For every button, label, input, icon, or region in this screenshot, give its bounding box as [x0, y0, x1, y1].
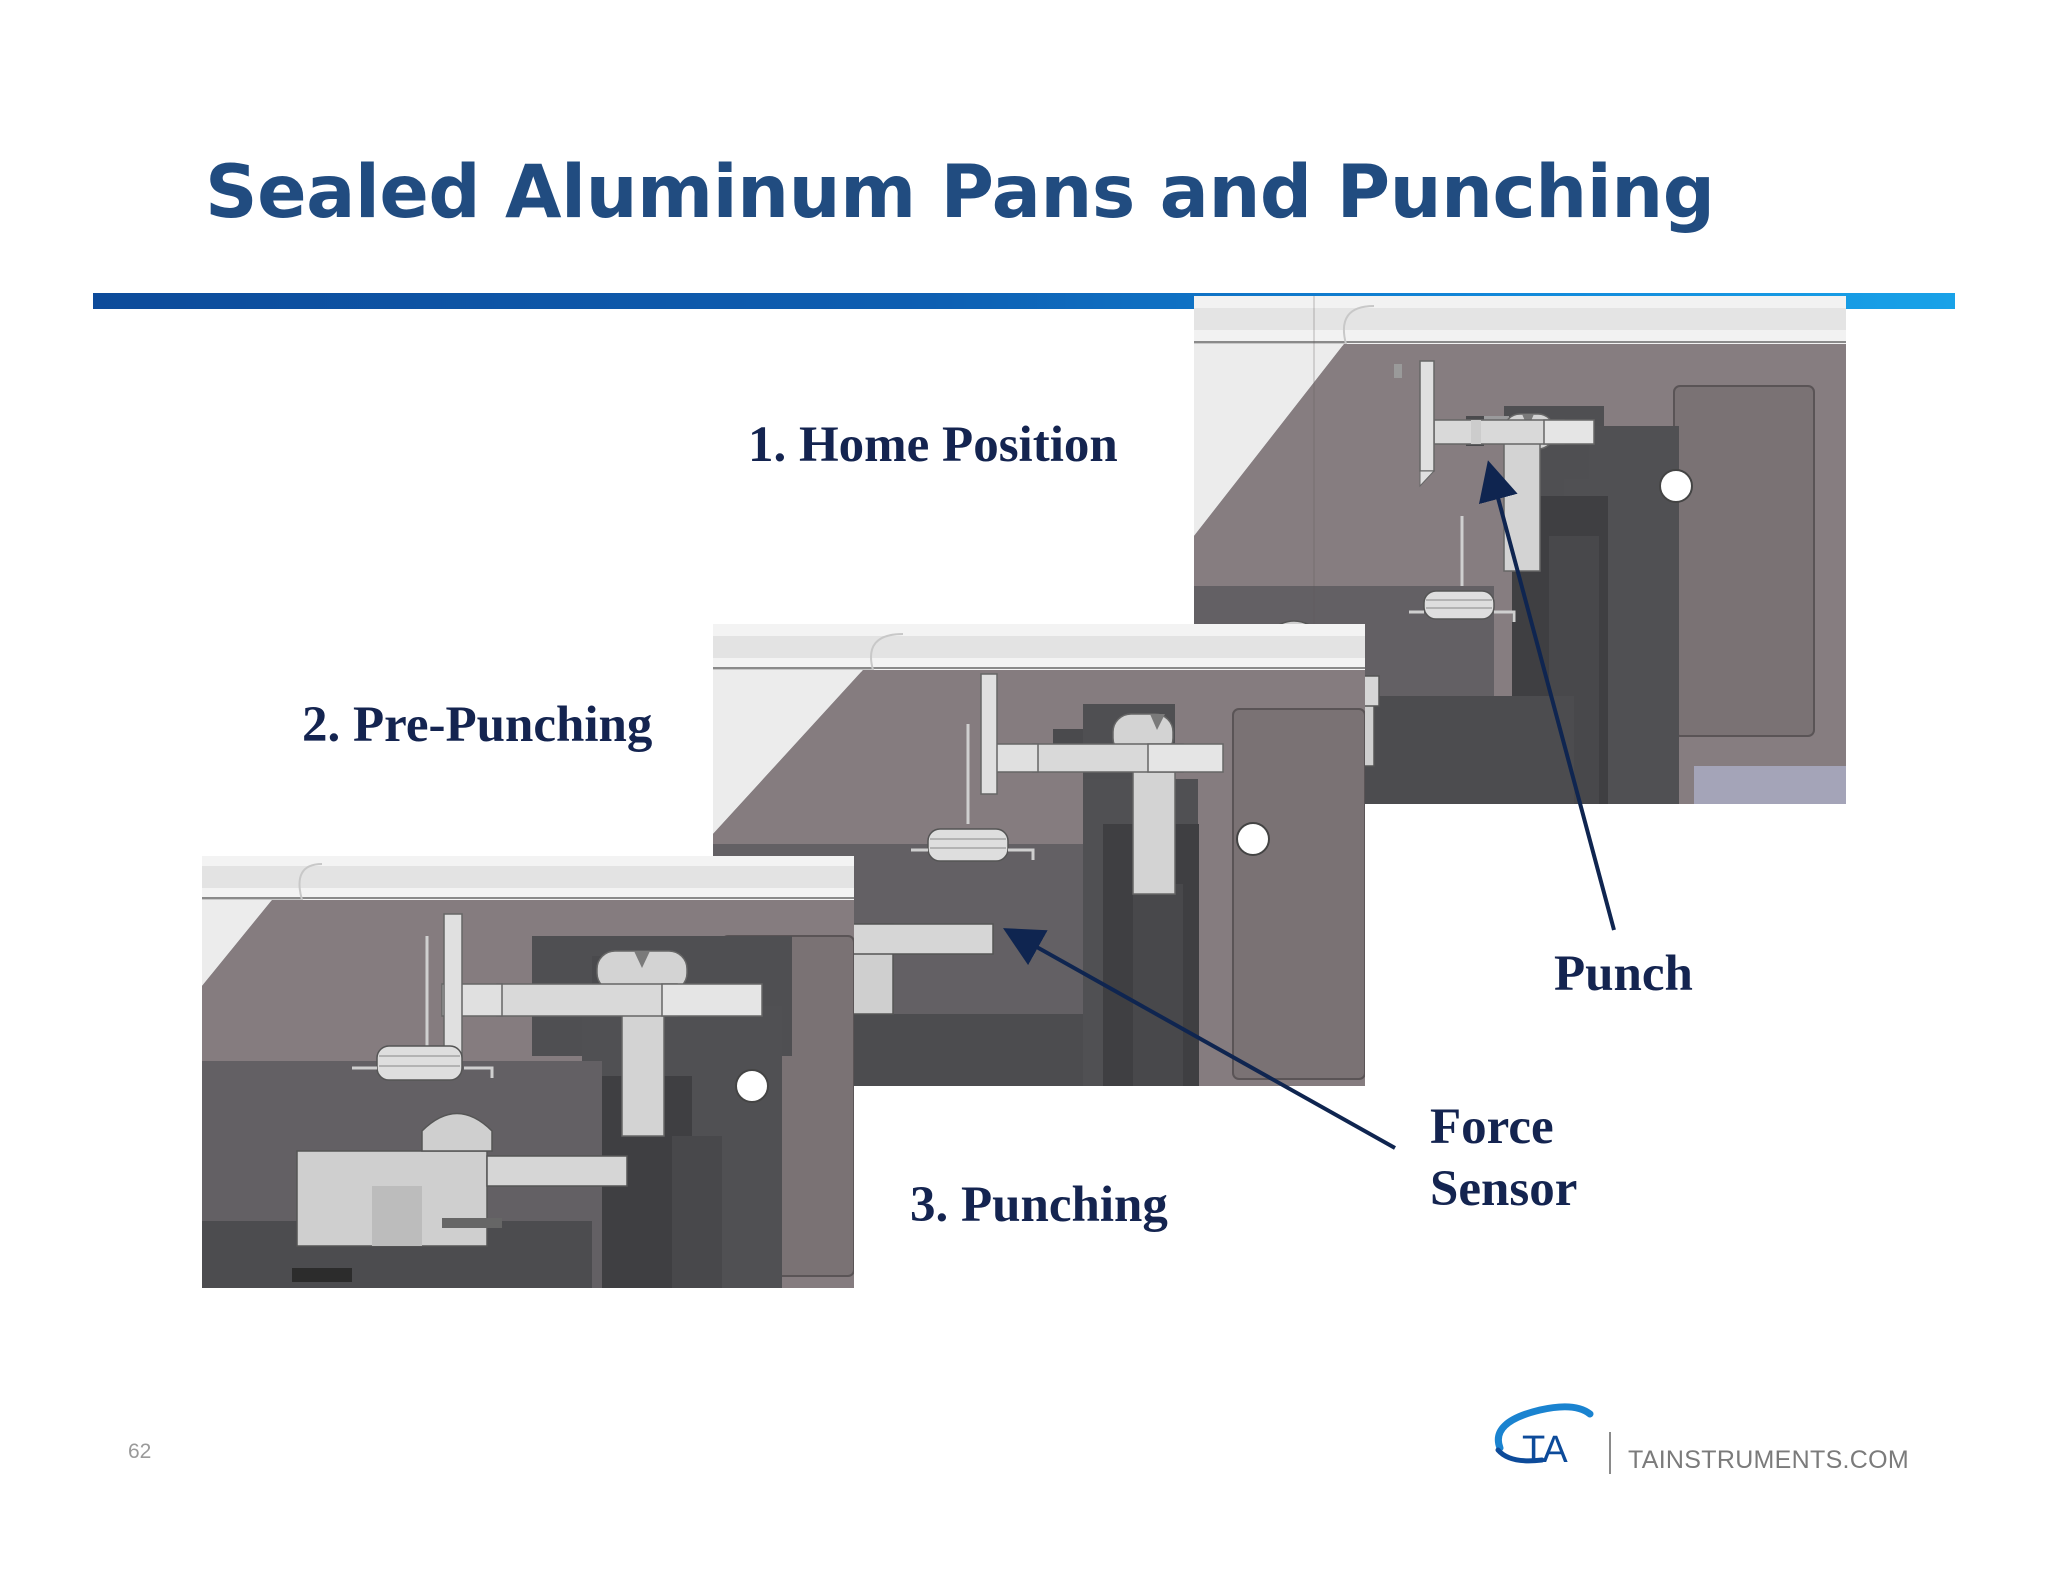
step-label-pre-punching: 2. Pre-Punching — [302, 697, 653, 753]
step-label-punching: 3. Punching — [910, 1177, 1168, 1233]
footer-url: TAINSTRUMENTS.COM — [1628, 1446, 1910, 1474]
step-label-home-position: 1. Home Position — [748, 417, 1118, 473]
slide-title: Sealed Aluminum Pans and Punching — [205, 150, 1715, 235]
cutaway-punching — [202, 856, 854, 1288]
logo-letters: TA — [1522, 1429, 1568, 1471]
ta-instruments-logo: TA — [1495, 1403, 1611, 1474]
callout-force-line1: Force — [1430, 1099, 1554, 1155]
callout-force-line2: Sensor — [1430, 1161, 1578, 1217]
page-number: 62 — [128, 1440, 152, 1463]
callout-punch: Punch — [1554, 946, 1693, 1002]
callout-force-sensor: Force Sensor — [1430, 1096, 1577, 1220]
